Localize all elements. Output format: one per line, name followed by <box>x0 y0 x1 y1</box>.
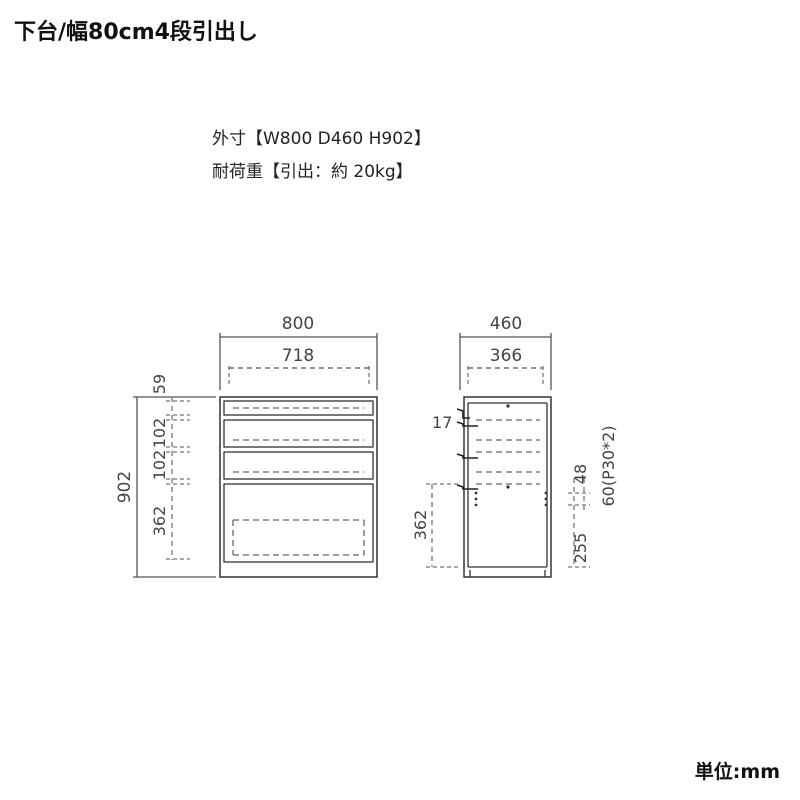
outer-size-spec: 外寸【W800 D460 H902】 <box>212 129 431 149</box>
side-depth-dimension <box>459 333 552 390</box>
unit-label: 単位:mm <box>694 761 780 783</box>
front-width-outer-label: 800 <box>282 314 314 334</box>
side-height-dimension <box>426 478 590 568</box>
front-width-dimension <box>219 333 378 390</box>
front-view-cabinet <box>219 366 378 578</box>
drawer-height-label-2: 102 <box>150 418 169 449</box>
side-depth-inner-label: 366 <box>490 346 522 366</box>
side-depth-outer-label: 460 <box>490 314 522 334</box>
drawer-height-label-4: 362 <box>150 506 169 537</box>
front-height-total-label: 902 <box>115 471 135 503</box>
side-view-shelf-holes <box>474 404 548 507</box>
side-view-front-handles <box>456 408 478 490</box>
hole-pitch-label: 48 <box>571 464 590 484</box>
front-height-dimension <box>133 396 216 578</box>
drawer-height-label-1: 59 <box>150 374 169 394</box>
rail-offset-label: 17 <box>432 413 452 432</box>
hole-spec-label: 60(P30*2) <box>599 425 618 506</box>
bottom-drawer-height-label: 362 <box>411 510 430 541</box>
load-capacity-spec: 耐荷重【引出：約 20kg】 <box>212 162 413 182</box>
page-title: 下台/幅80cm4段引出し <box>14 20 258 45</box>
drawer-height-label-3: 102 <box>150 450 169 481</box>
front-width-inner-label: 718 <box>282 346 314 366</box>
side-view-cabinet <box>463 396 552 578</box>
hole-base-label: 255 <box>571 533 590 564</box>
